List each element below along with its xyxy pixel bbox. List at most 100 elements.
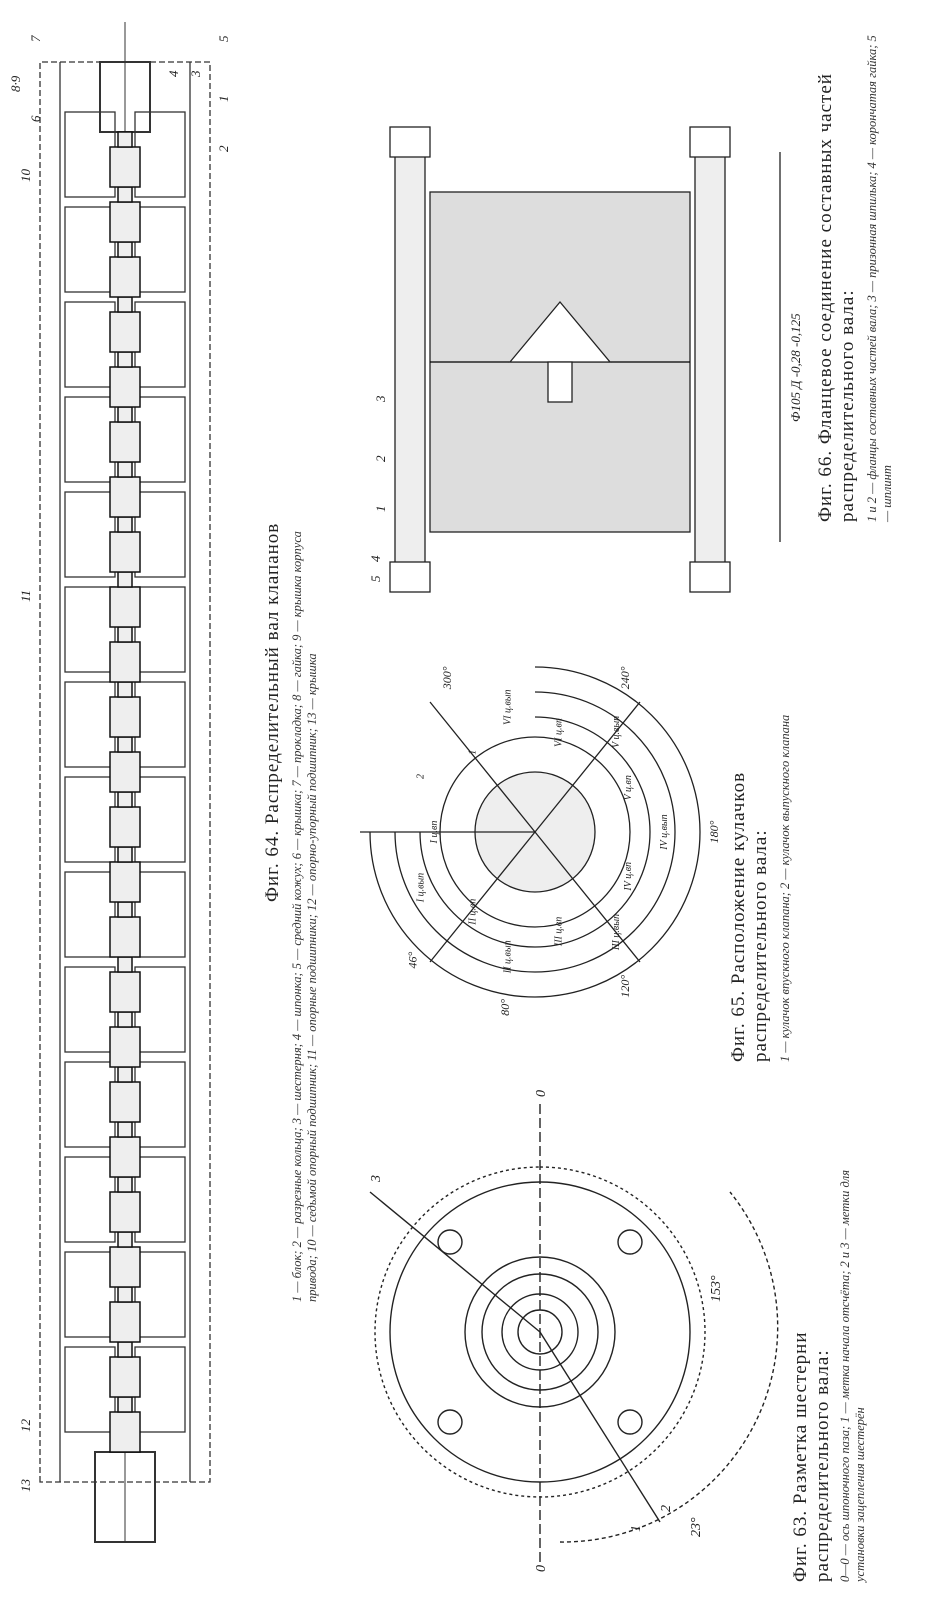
fig65-label: 1 (467, 750, 478, 755)
cam (109, 256, 141, 298)
shaft-segment (117, 846, 133, 863)
cam (109, 916, 141, 958)
fig66-label: 1 (373, 506, 388, 513)
fig63-label: 3 (369, 1175, 384, 1183)
fig65-angle: 80° (498, 999, 512, 1016)
fig65-label: VI ц.вып (503, 689, 514, 725)
fig63-label: 0 (534, 1090, 549, 1097)
fig65-label: IV ц.вып (659, 814, 670, 850)
shaft-segment (117, 1066, 133, 1083)
cam (109, 696, 141, 738)
fig64-title: Фиг. 64. Распределительный вал клапанов (262, 522, 283, 902)
block-cell (134, 1061, 186, 1148)
shaft-segment (117, 956, 133, 973)
shaft-segment (117, 626, 133, 643)
shaft-segment (117, 516, 133, 533)
cam (109, 146, 141, 188)
fig64-label: 6 (28, 115, 43, 122)
shaft-segment (117, 186, 133, 203)
block-cell (134, 586, 186, 673)
cam (109, 806, 141, 848)
block-cell (134, 301, 186, 388)
fig65-angle: 300° (440, 666, 454, 690)
block-cell (64, 681, 116, 768)
cam (109, 1411, 141, 1453)
fig66-dimension: Ф105 Д -0,28 -0,125 (788, 313, 803, 422)
block-cell (64, 396, 116, 483)
cam (109, 201, 141, 243)
fig66-title: Фиг. 66. Фланцевое соединение составных … (815, 73, 858, 522)
fig66-legend: 1 и 2 — фланцы составных частей вала; 3 … (865, 35, 894, 522)
cam (109, 586, 141, 628)
fig65-label: II ц.вп (467, 899, 478, 926)
block-cell (64, 776, 116, 863)
fig64-label: 7 (28, 35, 43, 42)
shaft-segment (117, 1121, 133, 1138)
shaft-segment (117, 131, 133, 148)
cam (109, 971, 141, 1013)
shaft-segment (117, 1011, 133, 1028)
shaft-segment (117, 571, 133, 588)
fig63-label: 2 (659, 1505, 674, 1512)
cam (109, 641, 141, 683)
block-cell (64, 966, 116, 1053)
block-cell (134, 871, 186, 958)
shaft-segment (117, 1341, 133, 1358)
fig63-angle: 153° (709, 1275, 724, 1302)
cam (109, 1136, 141, 1178)
fig65-angle: 120° (618, 975, 632, 998)
block-cell (134, 966, 186, 1053)
block-cell (64, 206, 116, 293)
fig66-label: 5 (368, 575, 383, 582)
cam (109, 861, 141, 903)
fig65-label: VI ц.вп (554, 718, 565, 747)
fig63-label: 0 (534, 1565, 549, 1572)
fig66-label: 3 (373, 395, 388, 403)
shaft-segment (117, 296, 133, 313)
fig63-angle: 23° (689, 1517, 704, 1537)
shaft-segment (117, 1176, 133, 1193)
cam (109, 311, 141, 353)
fig65-label: 2 (416, 774, 427, 779)
block-cell (134, 396, 186, 483)
fig65-label: V ц.вып (611, 716, 622, 748)
fig64-label: 1 (216, 96, 231, 103)
block-cell (64, 1251, 116, 1338)
shaft-segment (117, 406, 133, 423)
fig64-label: 11 (18, 590, 33, 602)
fig65-label: IV ц.вп (623, 862, 634, 892)
cam (109, 1356, 141, 1398)
fig65-label: V ц.вп (623, 775, 634, 800)
cam (109, 1246, 141, 1288)
cam (109, 421, 141, 463)
block-cell (134, 776, 186, 863)
fig64-legend: 1 — блок; 2 — разрезные кольца; 3 — шест… (290, 531, 319, 1302)
block-cell (64, 111, 116, 198)
fig64-label: 13 (18, 1479, 33, 1493)
block-cell (134, 111, 186, 198)
block-cell (134, 681, 186, 768)
fig65-angle: 240° (618, 666, 632, 689)
cam (109, 1026, 141, 1068)
fig65-label: II ц.вып (503, 940, 514, 974)
shaft-segment (117, 791, 133, 808)
fig64-label: 10 (18, 169, 33, 183)
block-cell (64, 1156, 116, 1243)
fig64-label: 12 (18, 1419, 33, 1433)
block-cell (64, 301, 116, 388)
fig65-angle: 180° (707, 820, 721, 843)
fig65-label: III ц.вп (554, 917, 565, 947)
block-cell (64, 1061, 116, 1148)
fig65-label: I ц.вп (429, 821, 440, 845)
block-cell (134, 1346, 186, 1433)
cam (109, 531, 141, 573)
cam (109, 366, 141, 408)
shaft-segment (117, 736, 133, 753)
block-cell (134, 206, 186, 293)
fig63-legend: 0—0 — ось шпоночного паза; 1 — метка нач… (838, 1169, 867, 1582)
block-cell (64, 586, 116, 673)
cam (109, 476, 141, 518)
cam (109, 751, 141, 793)
